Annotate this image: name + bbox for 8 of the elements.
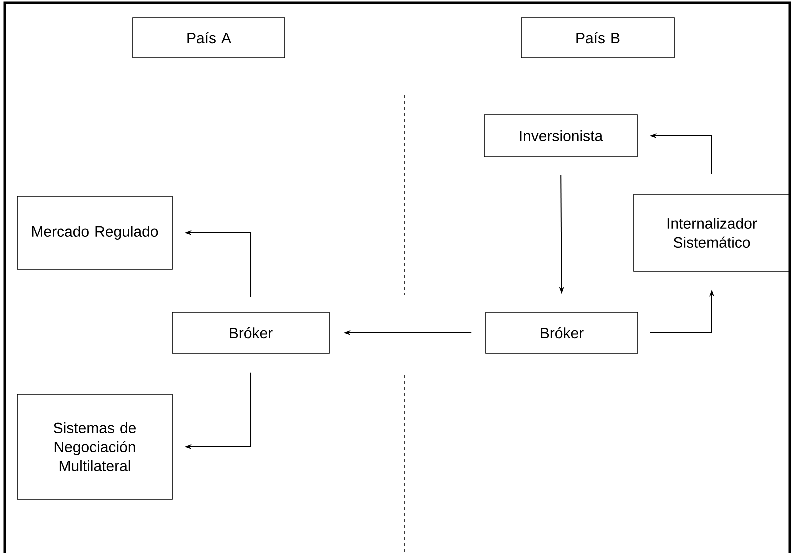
box: País B (521, 18, 675, 58)
box: Inversionista (484, 114, 638, 158)
box: Bróker (172, 312, 330, 354)
box: Internalizador Sistemático (634, 194, 790, 272)
box: Bróker (486, 312, 638, 354)
box: Mercado Regulado (17, 196, 173, 270)
box: Sistemas de Negociación Multilateral (17, 394, 173, 500)
box: País A (132, 18, 286, 58)
